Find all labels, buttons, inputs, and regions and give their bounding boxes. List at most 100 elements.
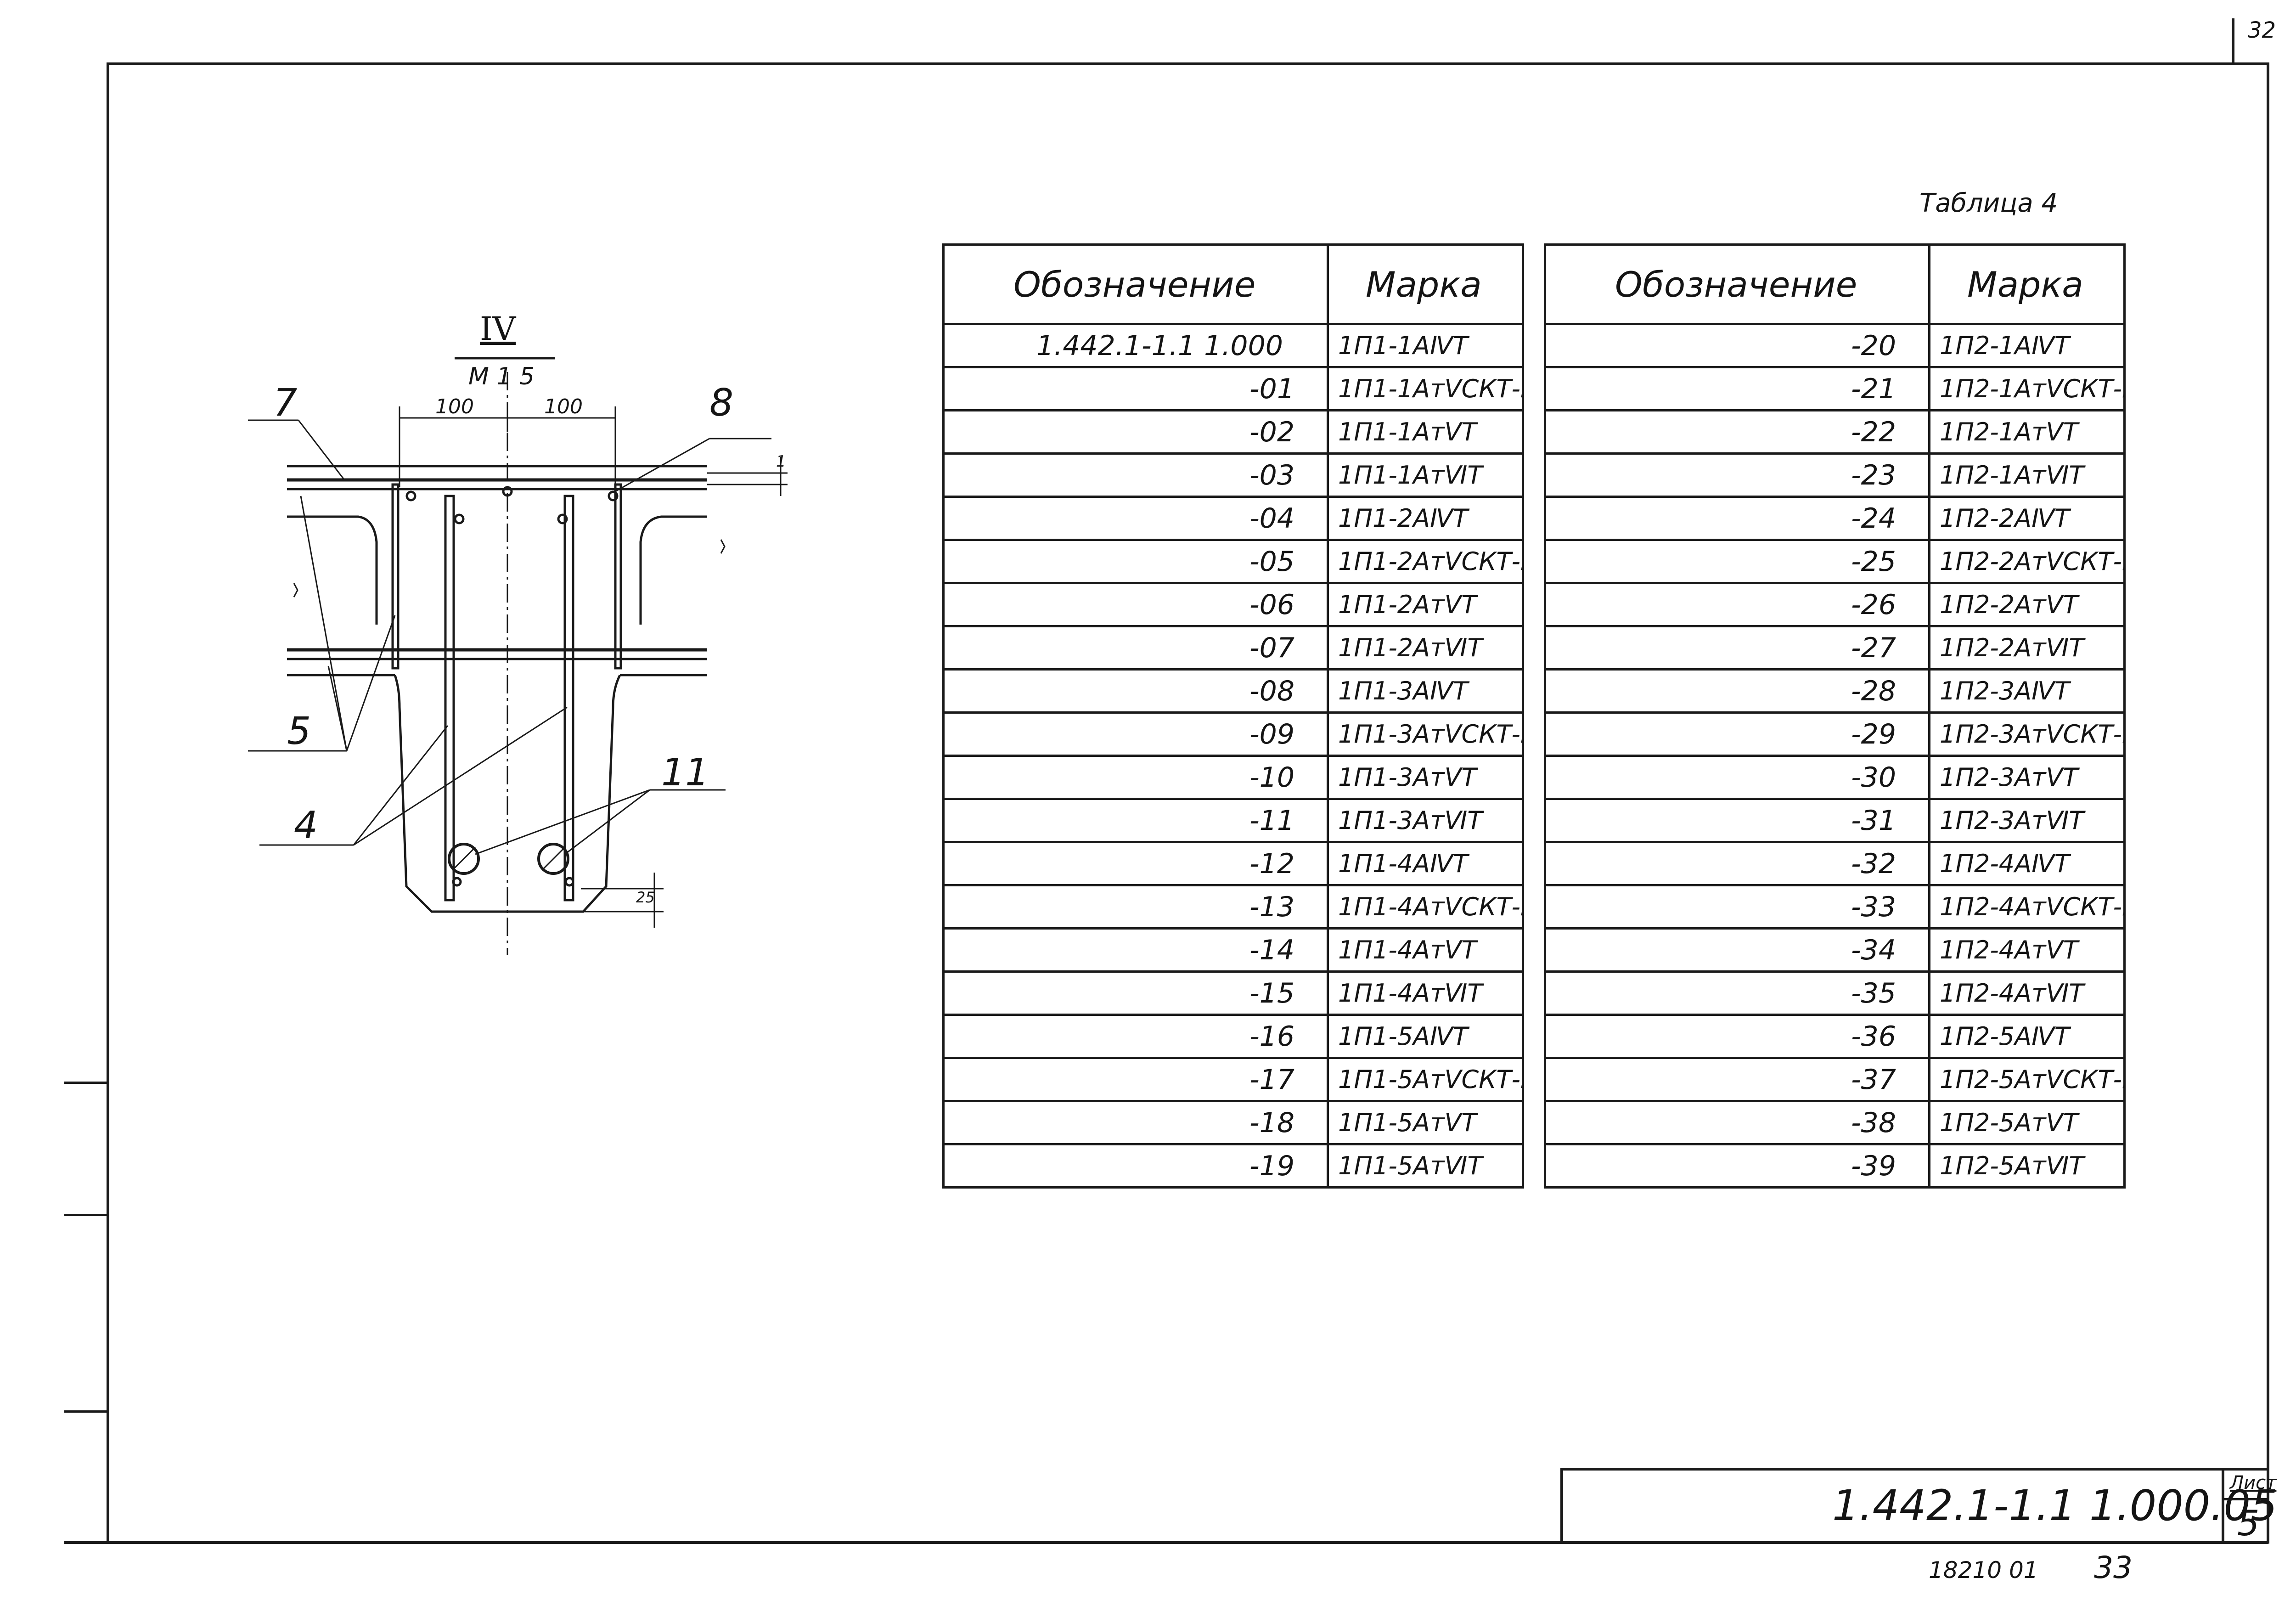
cell-code: -11 [942, 798, 1329, 843]
cell-mark: 1П2-2АтⅤТ [1928, 582, 2126, 627]
cell-mark: 1П1-4АⅣТ [1327, 841, 1524, 886]
cell-mark: 1П2-5АтⅤСКТ-П [1928, 1057, 2126, 1102]
cell-mark: 1П2-3АⅣТ [1928, 668, 2126, 714]
footer-page: 33 [2094, 1550, 2133, 1585]
cell-code: -39 [1544, 1143, 1930, 1189]
cell-mark: 1П2-1АтⅤТ [1928, 409, 2126, 455]
dimension-small-bottom: 25 [636, 889, 655, 906]
cell-mark: 1П2-2АтⅤСКТ-П [1928, 539, 2126, 584]
callout-5: 5 [287, 710, 311, 753]
header-code: Обозначение [1544, 243, 1930, 325]
cell-code: -32 [1544, 841, 1930, 886]
margin-tick [64, 1410, 108, 1413]
frame-bottom-line [64, 1541, 2268, 1544]
cell-code: -35 [1544, 970, 1930, 1016]
cell-code: -06 [942, 582, 1329, 627]
cell-mark: 1П1-3АтⅤТ [1327, 755, 1524, 800]
cell-code: -24 [1544, 496, 1930, 541]
cell-code: -23 [1544, 452, 1930, 498]
section-roman: IV [480, 310, 516, 348]
cell-code: -04 [942, 496, 1329, 541]
section-drawing [248, 357, 788, 955]
callout-4: 4 [294, 804, 318, 847]
cell-code: -21 [1544, 366, 1930, 411]
cell-code: -37 [1544, 1057, 1930, 1102]
sheet-number: 5 [2237, 1503, 2260, 1544]
cell-code: -02 [942, 409, 1329, 455]
cell-code: -25 [1544, 539, 1930, 584]
callout-8: 8 [709, 381, 734, 425]
dimension-100-right: 100 [544, 395, 583, 418]
cell-mark: 1П2-5АⅣТ [1928, 1014, 2126, 1059]
cell-mark: 1П2-1АⅣТ [1928, 323, 2126, 368]
cell-code: -10 [942, 755, 1329, 800]
table-header-row: Обозначение Марка [1544, 243, 2126, 325]
cell-mark: 1П1-1АⅣТ [1327, 323, 1524, 368]
cell-code: -17 [942, 1057, 1329, 1102]
cell-mark: 1П1-2АтⅤСКТ-П [1327, 539, 1524, 584]
callout-11: 11 [661, 751, 709, 795]
stirrup-right [614, 483, 622, 670]
cell-mark: 1П2-1АтⅥТ [1928, 452, 2126, 498]
cell-mark: 1П2-2АтⅥТ [1928, 625, 2126, 671]
cell-mark: 1П1-2АтⅤТ [1327, 582, 1524, 627]
cell-code: -31 [1544, 798, 1930, 843]
cell-code: -14 [942, 927, 1329, 973]
cell-code: -33 [1544, 884, 1930, 930]
header-code: Обозначение [942, 243, 1329, 325]
cell-mark: 1П2-4АⅣТ [1928, 841, 2126, 886]
cell-mark: 1П1-3АтⅤСКТ-П [1327, 711, 1524, 757]
footer-number: 18210 01 [1929, 1557, 2038, 1583]
cell-code: -12 [942, 841, 1329, 886]
cell-mark: 1П1-4АтⅤСКТ-П [1327, 884, 1524, 930]
cell-code: -38 [1544, 1100, 1930, 1145]
cell-mark: 1П1-2АтⅥТ [1327, 625, 1524, 671]
cell-mark: 1П2-5АтⅤТ [1928, 1100, 2126, 1145]
dimension-small-top: 1 [776, 452, 786, 471]
cell-code: -34 [1544, 927, 1930, 973]
table-header-row: Обозначение Марка [942, 243, 1524, 325]
cell-code: -05 [942, 539, 1329, 584]
cell-mark: 1П2-3АтⅥТ [1928, 798, 2126, 843]
cell-mark: 1П2-3АтⅤСКТ-П [1928, 711, 2126, 757]
cell-code: -28 [1544, 668, 1930, 714]
cell-code: -13 [942, 884, 1329, 930]
cell-code: -20 [1544, 323, 1930, 368]
page-number: 32 [2248, 17, 2276, 43]
cell-code: -29 [1544, 711, 1930, 757]
bar-4-left [444, 495, 455, 902]
cell-code: -16 [942, 1014, 1329, 1059]
section-scale: М 1 5 [468, 363, 535, 390]
cell-mark: 1П1-3АⅣТ [1327, 668, 1524, 714]
cell-code: -26 [1544, 582, 1930, 627]
cell-mark: 1П1-4АтⅥТ [1327, 970, 1524, 1016]
cell-code: -18 [942, 1100, 1329, 1145]
cell-code: -27 [1544, 625, 1930, 671]
stirrup-left [391, 483, 400, 670]
